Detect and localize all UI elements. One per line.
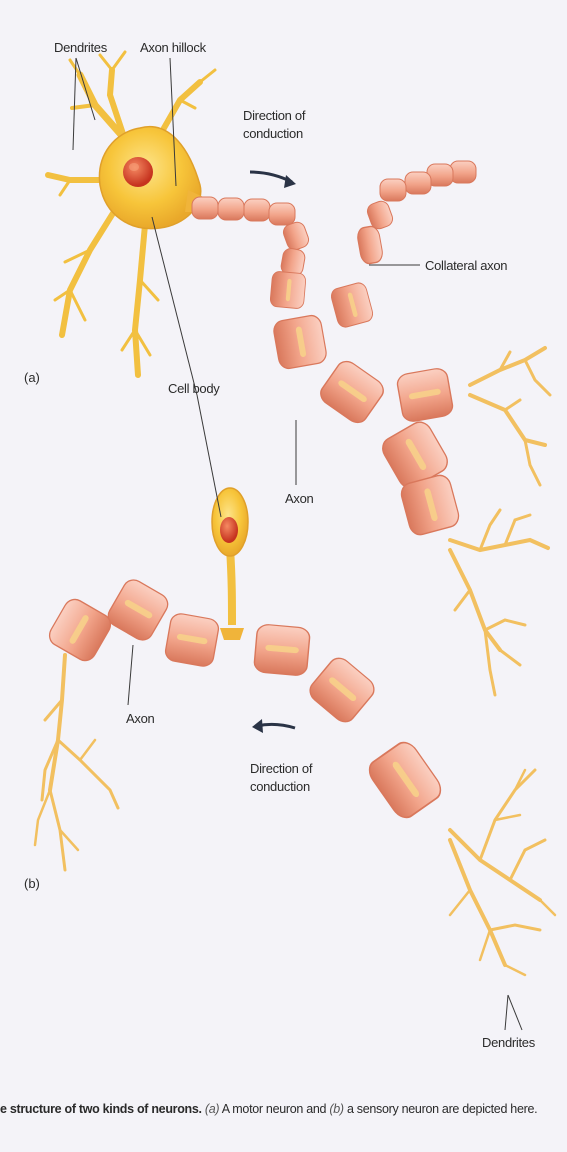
motor-axon-terminals: [450, 348, 550, 695]
label-direction-b-line1: Direction of: [250, 761, 312, 777]
motor-neuron-nucleus: [123, 157, 153, 187]
caption-text2: a sensory neuron are depicted here.: [347, 1102, 537, 1116]
sensory-axon-left: [46, 576, 220, 668]
panel-label-b: (b): [24, 876, 40, 891]
sensory-dendrites: [450, 770, 555, 975]
label-axon-hillock: Axon hillock: [140, 40, 206, 56]
sensory-neuron: [35, 488, 555, 975]
sensory-axon-terminals: [35, 655, 118, 870]
caption-b-marker: (b): [329, 1102, 343, 1116]
label-axon-a: Axon: [285, 491, 313, 507]
label-axon-b: Axon: [126, 711, 154, 727]
figure-caption: e structure of two kinds of neurons. (a)…: [0, 1102, 567, 1116]
caption-text1: A motor neuron and: [222, 1102, 326, 1116]
sensory-neuron-nucleus: [220, 517, 238, 543]
panel-label-a: (a): [24, 370, 40, 385]
label-collateral-axon: Collateral axon: [425, 258, 507, 274]
label-direction-a-line1: Direction of: [243, 108, 305, 124]
label-cell-body: Cell body: [168, 381, 220, 397]
label-dendrites-bottom: Dendrites: [482, 1035, 535, 1051]
label-direction-a-line2: conduction: [243, 126, 303, 142]
caption-a-marker: (a): [205, 1102, 219, 1116]
motor-axon-proximal: [192, 197, 311, 277]
label-dendrites-top: Dendrites: [54, 40, 107, 56]
direction-arrow-b: [257, 724, 295, 728]
caption-bold: e structure of two kinds of neurons.: [0, 1102, 202, 1116]
label-direction-b-line2: conduction: [250, 779, 310, 795]
